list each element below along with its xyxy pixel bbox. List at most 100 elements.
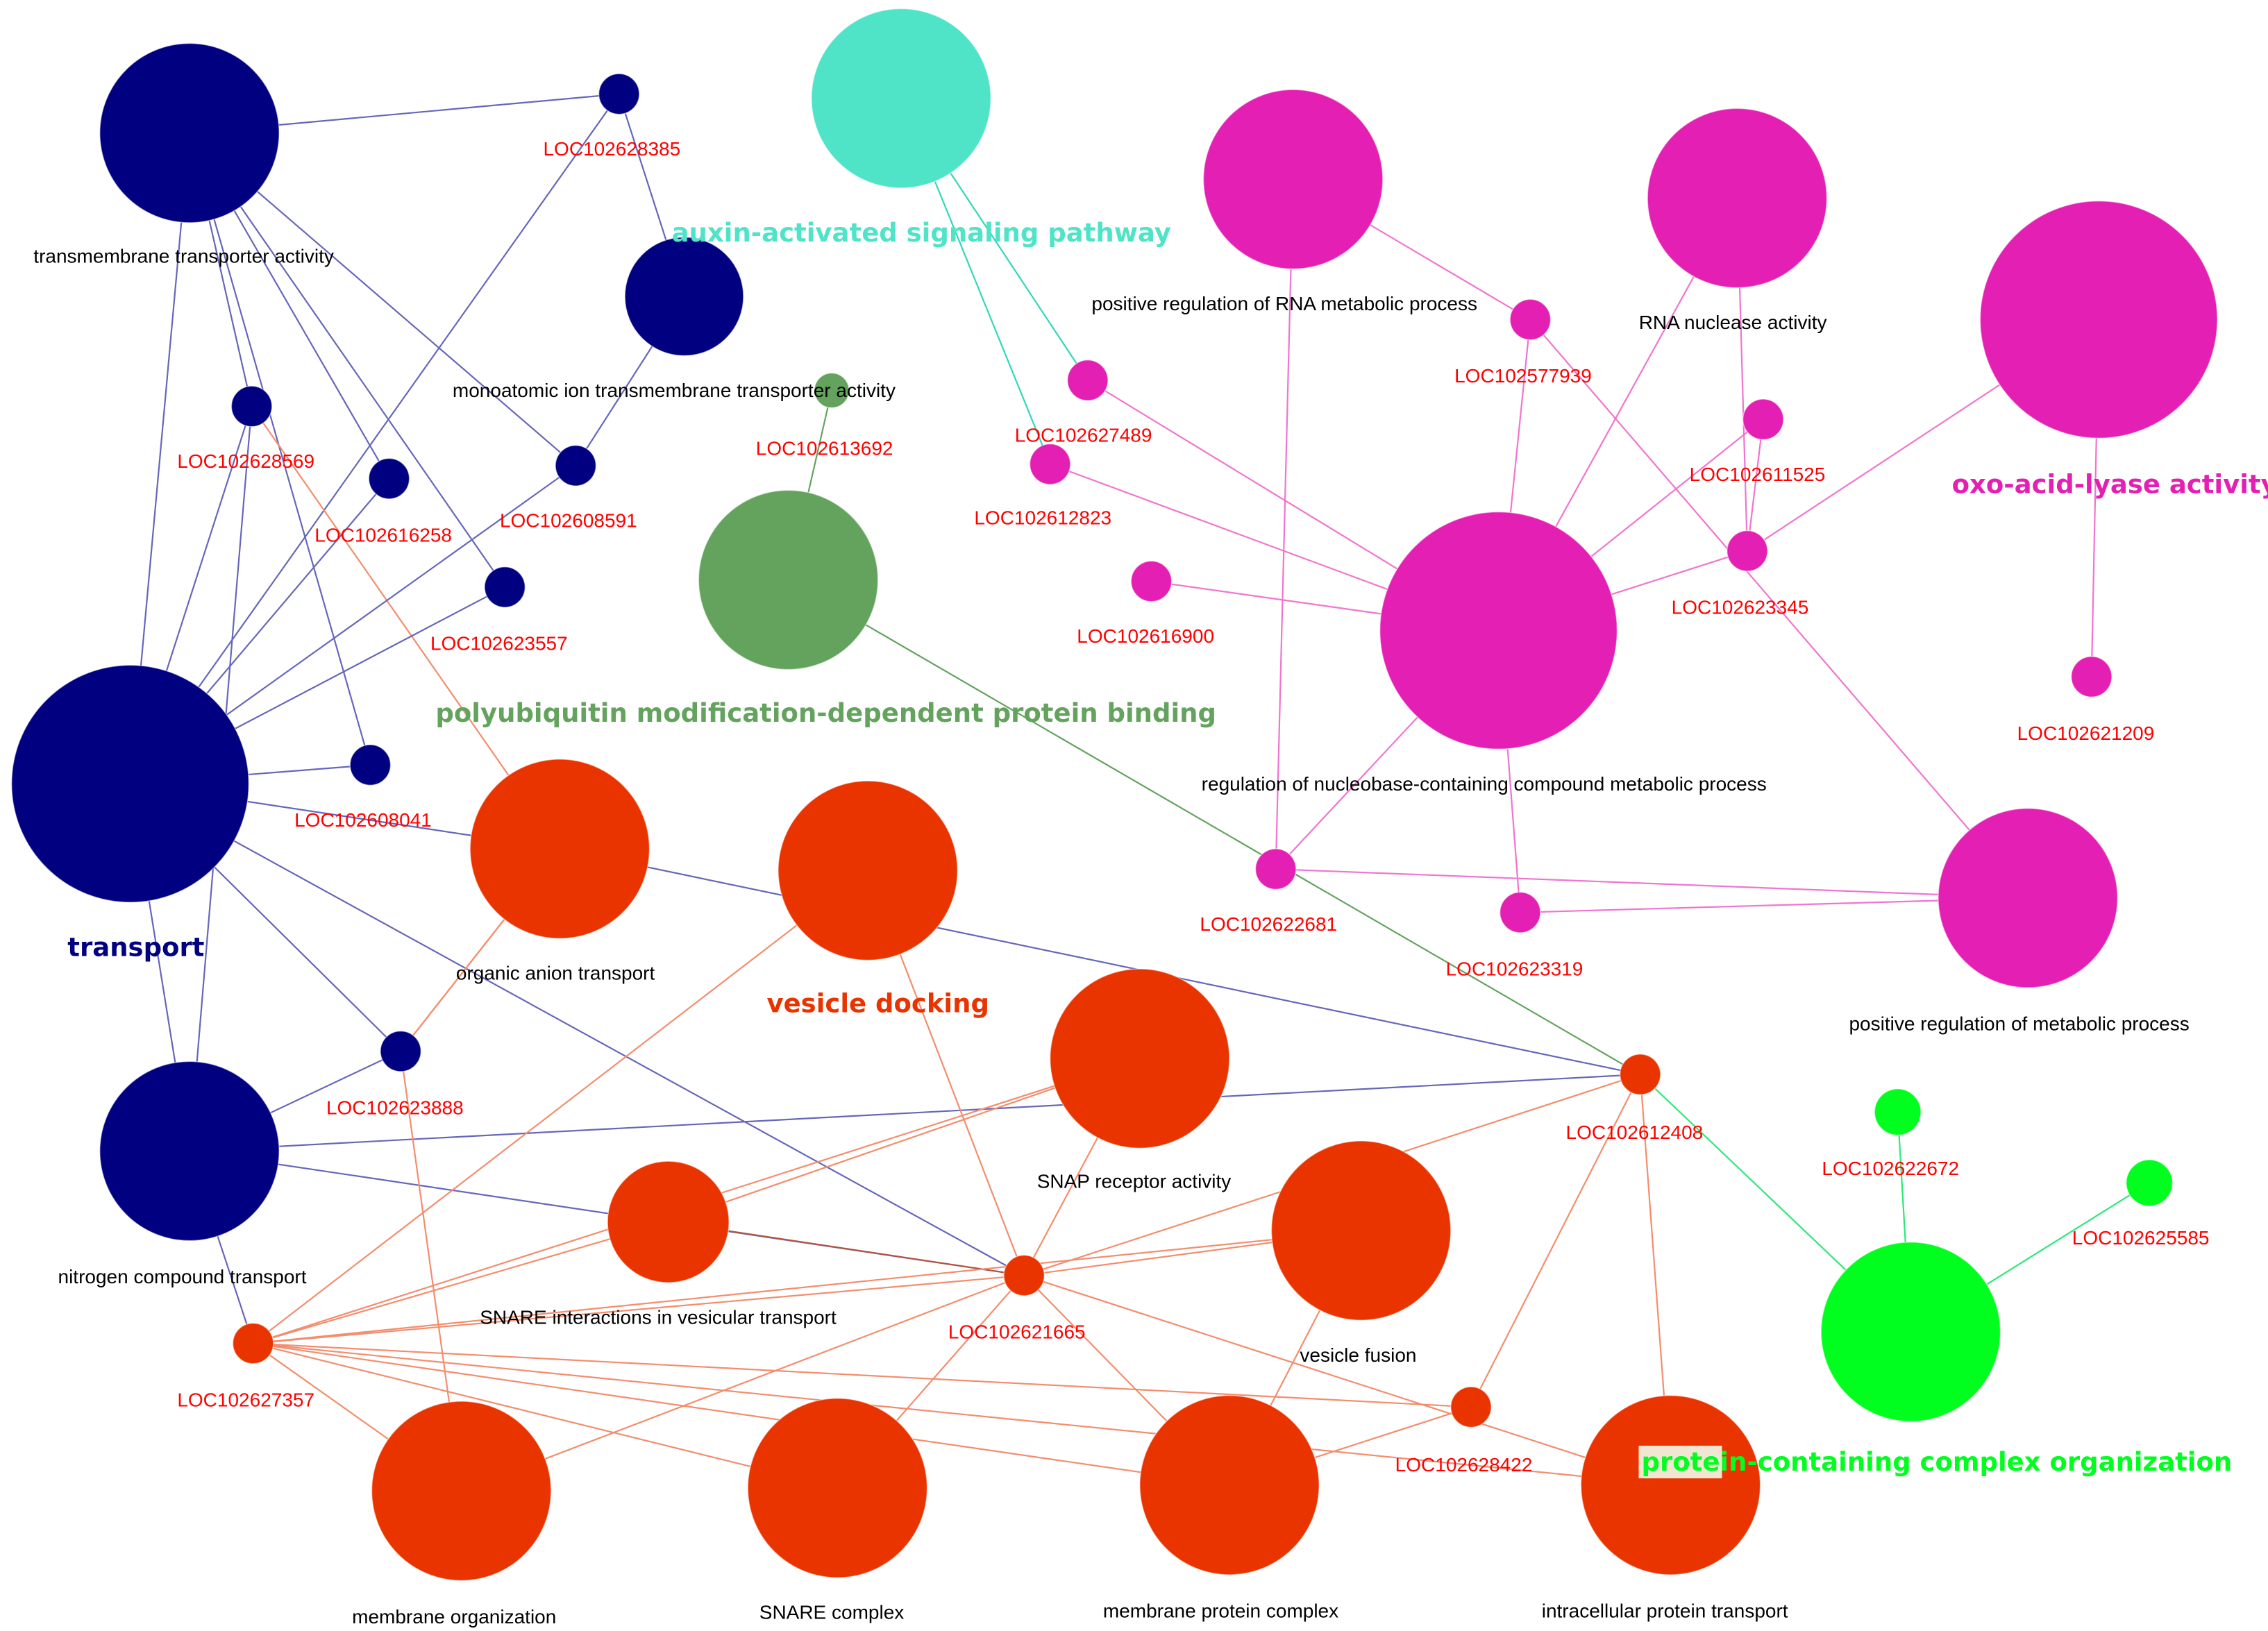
- node-circle-SNAP_receptor[interactable]: [1049, 968, 1230, 1149]
- node-circle-pos_reg_metabolic[interactable]: [1938, 807, 2119, 988]
- label-polyubiquitin: polyubiquitin modification-dependent pro…: [435, 698, 1216, 728]
- node-circle-intracellular_protein_transport[interactable]: [1580, 1394, 1761, 1575]
- node-circle-LOC102608041[interactable]: [349, 744, 392, 786]
- node-LOC102623345[interactable]: [1727, 530, 1768, 572]
- node-LOC102616258[interactable]: [368, 457, 410, 500]
- node-intracellular_protein_transport[interactable]: [1580, 1394, 1761, 1575]
- node-circle-LOC102627357[interactable]: [232, 1322, 274, 1364]
- node-RNA_nuclease[interactable]: [1647, 108, 1828, 289]
- label-LOC102622681: LOC102622681: [1200, 913, 1337, 935]
- label-nitrogen_compound_transport: nitrogen compound transport: [58, 1266, 307, 1287]
- node-circle-reg_nucleobase[interactable]: [1379, 511, 1618, 750]
- node-LOC102613692[interactable]: [814, 372, 850, 409]
- node-pos_reg_metabolic[interactable]: [1938, 807, 2119, 988]
- node-circle-nitrogen_compound_transport[interactable]: [99, 1060, 280, 1242]
- node-LOC102577939[interactable]: [1509, 298, 1552, 341]
- node-LOC102621665[interactable]: [1003, 1254, 1045, 1296]
- node-circle-protein_containing_complex[interactable]: [1820, 1242, 2001, 1422]
- node-transmembrane_transporter_activity[interactable]: [99, 42, 280, 223]
- node-SNAP_receptor[interactable]: [1049, 968, 1230, 1149]
- node-circle-LOC102627489[interactable]: [1066, 360, 1109, 401]
- node-circle-SNARE_interactions[interactable]: [607, 1160, 730, 1283]
- node-LOC102625585[interactable]: [2126, 1159, 2174, 1207]
- node-monoatomic_ion[interactable]: [624, 236, 744, 357]
- node-circle-auxin[interactable]: [811, 8, 991, 189]
- node-LOC102627489[interactable]: [1066, 360, 1109, 401]
- node-auxin[interactable]: [811, 8, 991, 189]
- node-nitrogen_compound_transport[interactable]: [99, 1060, 280, 1242]
- node-LOC102616900[interactable]: [1130, 560, 1173, 602]
- node-circle-SNARE_complex[interactable]: [747, 1398, 928, 1578]
- node-circle-membrane_organization[interactable]: [371, 1401, 552, 1582]
- node-LOC102621209[interactable]: [2070, 656, 2112, 698]
- node-circle-LOC102623319[interactable]: [1499, 891, 1541, 933]
- node-LOC102612823[interactable]: [1029, 443, 1071, 485]
- node-polyubiquitin[interactable]: [698, 489, 879, 670]
- node-circle-vesicle_docking[interactable]: [778, 780, 959, 961]
- node-circle-LOC102616900[interactable]: [1130, 560, 1173, 602]
- node-circle-LOC102577939[interactable]: [1509, 298, 1552, 341]
- node-circle-LOC102611525[interactable]: [1742, 398, 1784, 441]
- node-membrane_protein_complex[interactable]: [1139, 1394, 1320, 1575]
- node-LOC102627357[interactable]: [232, 1322, 274, 1364]
- node-circle-LOC102613692[interactable]: [814, 372, 850, 409]
- node-circle-LOC102621209[interactable]: [2070, 656, 2112, 698]
- label-LOC102616900: LOC102616900: [1077, 625, 1214, 647]
- node-circle-LOC102628385[interactable]: [598, 73, 640, 115]
- node-pos_reg_RNA[interactable]: [1202, 89, 1384, 270]
- node-LOC102608591[interactable]: [555, 444, 597, 487]
- node-circle-LOC102623557[interactable]: [484, 566, 526, 608]
- edge-LOC102627357-membrane_protein_complex: [253, 1342, 1230, 1486]
- node-membrane_organization[interactable]: [371, 1401, 552, 1582]
- node-circle-LOC102623345[interactable]: [1727, 530, 1768, 572]
- label-LOC102608591: LOC102608591: [500, 510, 637, 532]
- node-LOC102623888[interactable]: [380, 1030, 422, 1072]
- node-SNARE_complex[interactable]: [747, 1398, 928, 1578]
- node-circle-LOC102622672[interactable]: [1874, 1088, 1922, 1136]
- node-vesicle_docking[interactable]: [778, 780, 959, 961]
- node-circle-LOC102612408[interactable]: [1619, 1054, 1661, 1095]
- node-circle-LOC102625585[interactable]: [2126, 1159, 2174, 1207]
- node-circle-LOC102628422[interactable]: [1450, 1386, 1492, 1428]
- node-circle-RNA_nuclease[interactable]: [1647, 108, 1828, 289]
- node-protein_containing_complex[interactable]: [1820, 1242, 2001, 1422]
- node-LOC102628385[interactable]: [598, 73, 640, 115]
- node-circle-transmembrane_transporter_activity[interactable]: [99, 42, 280, 223]
- node-oxo_acid_lyase[interactable]: [1979, 200, 2218, 439]
- node-LOC102622672[interactable]: [1874, 1088, 1922, 1136]
- node-organic_anion_transport[interactable]: [469, 759, 650, 939]
- node-circle-LOC102622681[interactable]: [1254, 848, 1297, 890]
- node-circle-LOC102621665[interactable]: [1003, 1254, 1045, 1296]
- node-LOC102622681[interactable]: [1254, 848, 1297, 890]
- label-monoatomic_ion: monoatomic ion transmembrane transporter…: [453, 380, 896, 401]
- node-LOC102611525[interactable]: [1742, 398, 1784, 441]
- node-circle-monoatomic_ion[interactable]: [624, 236, 744, 357]
- node-LOC102623319[interactable]: [1499, 891, 1541, 933]
- node-LOC102623557[interactable]: [484, 566, 526, 608]
- node-circle-transport[interactable]: [10, 664, 250, 903]
- edge-vesicle_fusion-LOC102627357: [253, 1230, 1361, 1344]
- node-LOC102628422[interactable]: [1450, 1386, 1492, 1428]
- node-circle-LOC102628569[interactable]: [230, 385, 273, 428]
- node-circle-membrane_protein_complex[interactable]: [1139, 1394, 1320, 1575]
- node-circle-pos_reg_RNA[interactable]: [1202, 89, 1384, 270]
- node-circle-LOC102623888[interactable]: [380, 1030, 422, 1072]
- node-transport[interactable]: [10, 664, 250, 903]
- node-LOC102628569[interactable]: [230, 385, 273, 428]
- node-circle-oxo_acid_lyase[interactable]: [1979, 200, 2218, 439]
- node-vesicle_fusion[interactable]: [1270, 1140, 1452, 1321]
- node-LOC102612408[interactable]: [1619, 1054, 1661, 1095]
- node-SNARE_interactions[interactable]: [607, 1160, 730, 1283]
- node-circle-vesicle_fusion[interactable]: [1270, 1140, 1452, 1321]
- node-circle-polyubiquitin[interactable]: [698, 489, 879, 670]
- node-circle-LOC102616258[interactable]: [368, 457, 410, 500]
- label-protein_containing_complex: protein-containing complex organization: [1641, 1447, 2232, 1477]
- node-reg_nucleobase[interactable]: [1379, 511, 1618, 750]
- node-circle-LOC102612823[interactable]: [1029, 443, 1071, 485]
- node-circle-LOC102608591[interactable]: [555, 444, 597, 487]
- node-LOC102608041[interactable]: [349, 744, 392, 786]
- label-pos_reg_RNA: positive regulation of RNA metabolic pro…: [1091, 293, 1477, 314]
- label-transport: transport: [67, 932, 204, 962]
- node-circle-organic_anion_transport[interactable]: [469, 759, 650, 939]
